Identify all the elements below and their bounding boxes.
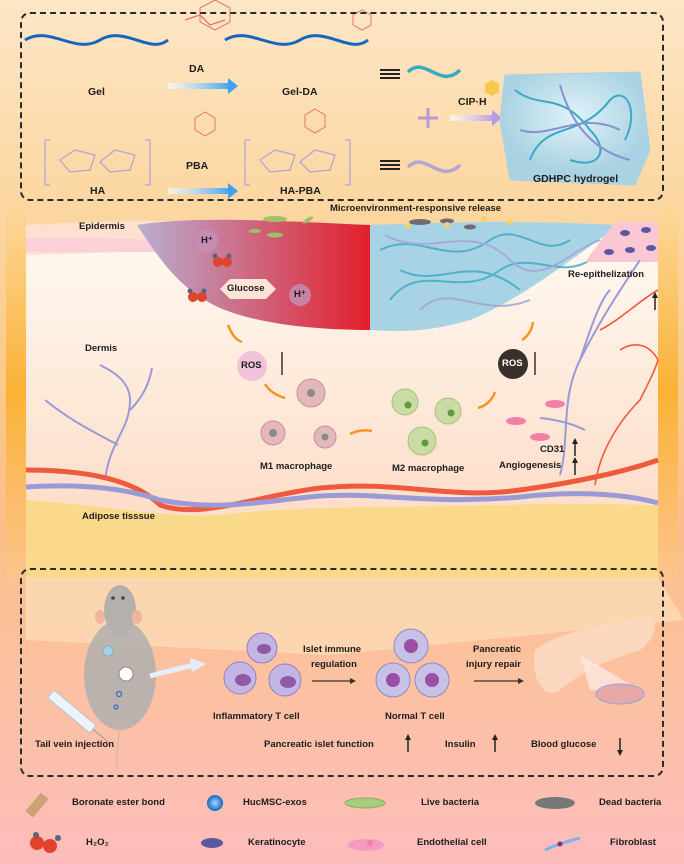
label-glucose: Glucose — [227, 283, 265, 294]
legend-item-keratinocyte: Keratinocyte — [248, 837, 306, 848]
label-dermis: Dermis — [85, 343, 118, 354]
legend-item-h2o2: H₂O₂ — [86, 837, 109, 848]
h-plus-2: H⁺ — [294, 289, 306, 300]
left-edge-bar — [6, 200, 26, 580]
label-ha-pba: HA-PBA — [280, 185, 321, 197]
label-islet-reg-2: regulation — [311, 659, 357, 670]
synthesis-panel — [20, 12, 664, 201]
legend-item-live-bacteria: Live bacteria — [421, 797, 480, 808]
label-pancreatic-2: injury repair — [466, 659, 521, 670]
label-gel: Gel — [88, 86, 105, 98]
release-title: Microenvironment-responsive release — [330, 203, 502, 214]
legend-item-dead-bacteria: Dead bacteria — [599, 797, 662, 808]
label-gel-da: Gel-DA — [282, 86, 318, 98]
label-blood-glucose: Blood glucose — [531, 739, 597, 750]
label-adipose: Adipose tisssue — [82, 511, 155, 522]
legend-item-endothelial: Endothelial cell — [417, 837, 487, 848]
label-pba: PBA — [186, 160, 209, 172]
label-angiogenesis: Angiogenesis — [499, 460, 562, 471]
h-plus-1: H⁺ — [201, 235, 213, 246]
right-edge-bar — [658, 200, 678, 580]
label-da: DA — [189, 63, 205, 75]
label-ros-low: ROS — [502, 358, 523, 369]
label-m1: M1 macrophage — [260, 461, 333, 472]
label-islet-function: Pancreatic islet function — [264, 739, 374, 750]
label-cip: CIP·H — [458, 96, 487, 108]
label-ros-high: ROS — [241, 360, 262, 371]
label-ha: HA — [90, 185, 106, 197]
label-re-epithelization: Re-epithelization — [568, 269, 645, 280]
legend-icons — [25, 792, 581, 853]
label-normal-t: Normal T cell — [385, 711, 445, 722]
label-insulin: Insulin — [445, 739, 476, 750]
label-cd31: CD31 — [540, 444, 565, 455]
label-tail-vein: Tail vein injection — [35, 739, 115, 750]
legend-item-hucmsc: HucMSC-exos — [243, 797, 307, 808]
systemic-panel — [20, 568, 664, 777]
legend-item-boronate: Boronate ester bond — [72, 797, 165, 808]
label-islet-reg-1: Islet immune — [303, 644, 362, 655]
label-hydrogel: GDHPC hydrogel — [533, 173, 619, 185]
label-inflammatory-t: Inflammatory T cell — [213, 711, 300, 722]
label-m2: M2 macrophage — [392, 463, 465, 474]
label-pancreatic-1: Pancreatic — [473, 644, 522, 655]
legend-item-fibroblast: Fibroblast — [610, 837, 656, 848]
label-epidermis: Epidermis — [79, 221, 125, 232]
